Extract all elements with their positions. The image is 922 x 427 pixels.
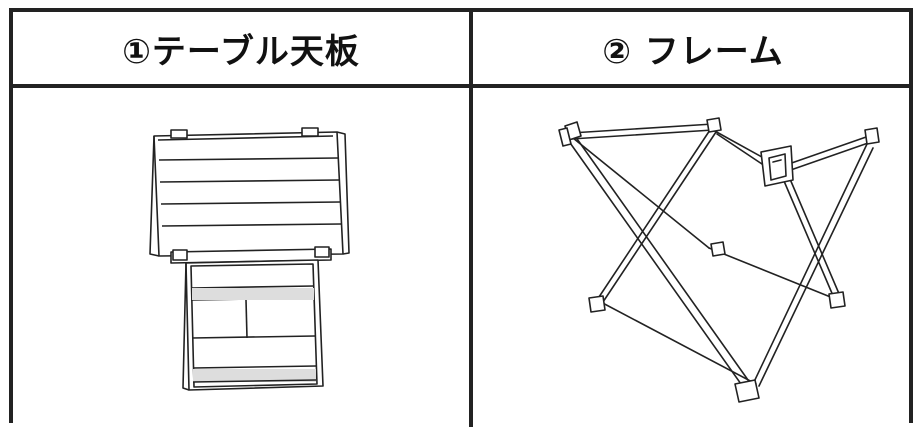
table-top-cell bbox=[13, 88, 469, 427]
header-frame: ② フレーム bbox=[602, 31, 784, 72]
table-top-illustration bbox=[149, 127, 350, 391]
parts-table: ①テーブル天板 ② フレーム bbox=[9, 8, 913, 427]
column-divider bbox=[469, 12, 473, 427]
frame-cell bbox=[473, 88, 909, 427]
header-table-top: ①テーブル天板 bbox=[122, 31, 360, 72]
frame-illustration bbox=[558, 117, 880, 403]
header-divider bbox=[13, 84, 909, 88]
